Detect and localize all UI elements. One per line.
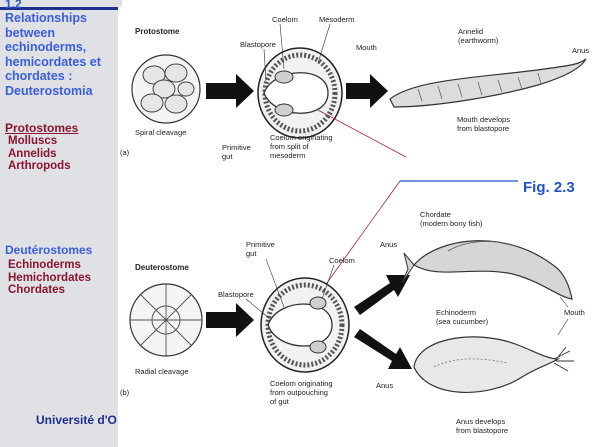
section-number: 1.2 [5, 0, 22, 11]
deuterostome-gastrula [261, 278, 349, 372]
figure-label: Fig. 2.3 [523, 179, 575, 196]
list-item: Molluscs [8, 135, 71, 148]
deuterostome-list: Echinoderms Hemichordates Chordates [8, 259, 91, 297]
coelom-label-a: Coelom [272, 15, 298, 24]
radial-cleavage-embryo [130, 284, 202, 356]
list-item: Hemichordates [8, 272, 91, 285]
slide-title: Relationships between echinoderms, hemic… [5, 11, 121, 98]
embryology-figure: Protostome Spiral cleavage (a) Coelom [118, 7, 592, 447]
deuterostome-heading: Deuterostome [135, 263, 189, 272]
mouth-develops-label: Mouth develops from blastopore [457, 115, 512, 133]
protostomes-heading: Protostomes [5, 121, 78, 135]
mouth-label-a: Mouth [356, 43, 377, 52]
list-item: Chordates [8, 284, 91, 297]
list-item: Annelids [8, 148, 71, 161]
blastopore-label-a: Blastopore [240, 40, 276, 49]
protostome-gastrula [258, 48, 342, 138]
deuterostomes-heading: Deutérostomes [5, 243, 92, 257]
anus-label-b-bottom: Anus [376, 381, 393, 390]
list-item: Arthropods [8, 160, 71, 173]
coelom-label-b: Coelom [329, 256, 355, 265]
anus-label-b-top: Anus [380, 240, 397, 249]
part-b-tag: (b) [120, 388, 130, 397]
anus-label-a: Anus [572, 46, 589, 55]
blastopore-label-b: Blastopore [218, 290, 254, 299]
part-a-tag: (a) [120, 148, 130, 157]
mouth-label-b: Mouth [564, 308, 585, 317]
mesoderm-label-a: Mesoderm [319, 15, 354, 24]
list-item: Echinoderms [8, 259, 91, 272]
protostome-heading: Protostome [135, 27, 180, 36]
spiral-cleavage-label: Spiral cleavage [135, 128, 186, 137]
radial-cleavage-label: Radial cleavage [135, 367, 188, 376]
anus-develops-label: Anus develops from blastopore [456, 417, 508, 435]
spiral-cleavage-embryo [132, 55, 200, 123]
figure-canvas: Protostome Spiral cleavage (a) Coelom [118, 7, 592, 447]
footer-university: Université d'O [36, 413, 117, 427]
protostome-list: Molluscs Annelids Arthropods [8, 135, 71, 173]
